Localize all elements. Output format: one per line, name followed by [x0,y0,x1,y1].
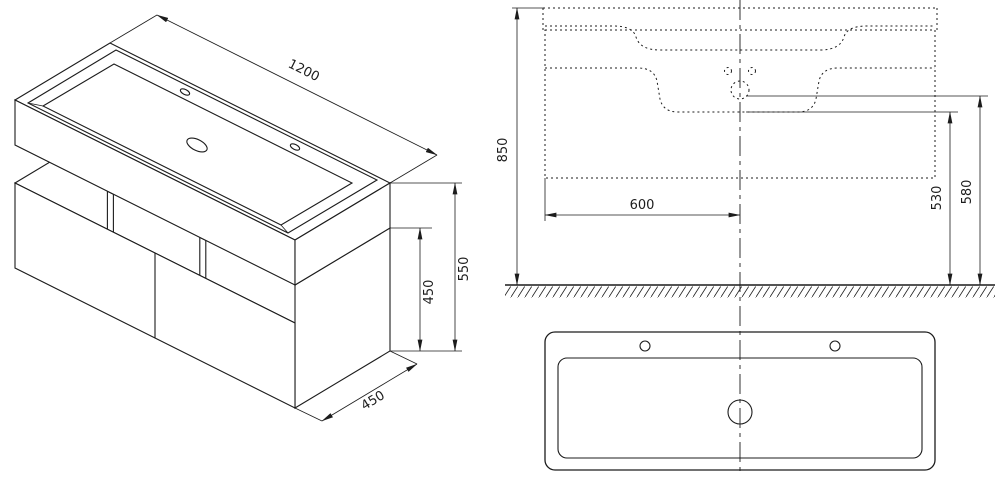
dim-label-1200: 1200 [285,57,321,85]
shelf-divider [199,236,207,280]
overflow-hole [748,67,756,75]
washbasin-bowl [41,63,354,226]
dimension-height-850: 850 [496,7,543,286]
dimension-width-600: 600 [544,178,741,221]
dim-label-600: 600 [630,198,655,213]
dim-label-580: 580 [960,180,975,205]
dim-label-850: 850 [496,138,511,163]
dim-label-550: 550 [457,257,472,282]
washbasin-inner-rim [26,49,379,234]
faucet-hole-plan [639,340,651,352]
bowl-profile [545,67,935,113]
front-elevation-view: 850 600 530 580 [496,7,995,298]
shelf-divider [106,190,114,234]
bowl-corner-edge [280,224,289,234]
dimension-height-530: 530 [746,111,958,286]
drain-outline [730,80,750,100]
isometric-view: 1200 450 550 450 [13,14,472,422]
dimension-cabinet-height-450: 450 [390,227,437,352]
bowl-corner-edge [27,102,44,107]
cabinet-outline [544,29,936,179]
dim-label-450-depth: 450 [359,388,388,414]
dim-label-450-height: 450 [422,280,437,305]
dimension-total-height-550: 550 [390,182,472,352]
rim-profile [545,25,935,51]
dimension-height-580: 580 [746,95,988,286]
faucet-hole-plan [829,340,841,352]
overflow-hole [724,67,732,75]
dim-label-530: 530 [930,186,945,211]
floor-hatch [505,286,995,298]
